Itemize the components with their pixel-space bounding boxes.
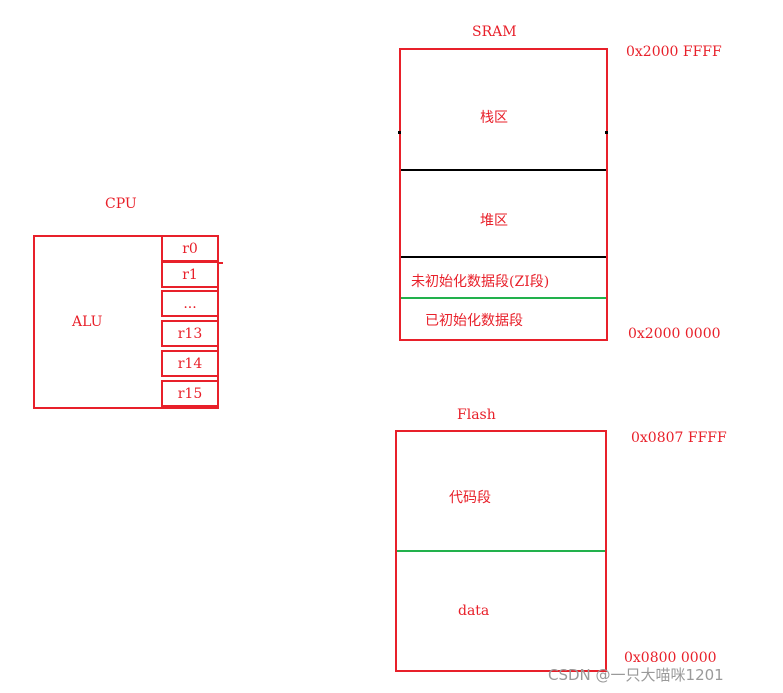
sram-zi-region: 未初始化数据段(ZI段) bbox=[411, 274, 550, 290]
flash-top-address: 0x0807 FFFF bbox=[631, 430, 727, 446]
cpu-title: CPU bbox=[105, 196, 137, 212]
register-ellipsis: ... bbox=[161, 290, 219, 317]
register-r1: r1 bbox=[161, 261, 219, 288]
sram-rw-region: 已初始化数据段 bbox=[425, 313, 523, 329]
sram-top-address: 0x2000 FFFF bbox=[626, 44, 722, 60]
flash-block bbox=[395, 430, 607, 672]
register-label: r1 bbox=[182, 266, 198, 283]
sram-stack-region: 栈区 bbox=[480, 110, 508, 126]
register-label: r13 bbox=[177, 325, 203, 342]
flash-title: Flash bbox=[457, 407, 496, 423]
register-r14: r14 bbox=[161, 350, 219, 377]
sram-title: SRAM bbox=[472, 24, 517, 40]
register-label: ... bbox=[183, 295, 197, 312]
register-r0: r0 bbox=[161, 235, 219, 262]
sram-divider-1 bbox=[401, 169, 606, 171]
alu-label: ALU bbox=[72, 314, 103, 330]
sram-block bbox=[399, 48, 608, 341]
register-label: r14 bbox=[177, 355, 203, 372]
sram-bottom-address: 0x2000 0000 bbox=[628, 326, 721, 342]
flash-divider bbox=[397, 550, 605, 552]
sram-heap-region: 堆区 bbox=[480, 213, 508, 229]
sram-divider-2 bbox=[401, 256, 606, 258]
register-r13: r13 bbox=[161, 320, 219, 347]
flash-bottom-address: 0x0800 0000 bbox=[624, 650, 717, 666]
watermark: CSDN @一只大喵咪1201 bbox=[548, 666, 724, 684]
register-r15: r15 bbox=[161, 380, 219, 407]
flash-code-region: 代码段 bbox=[449, 490, 491, 506]
sram-divider-3 bbox=[401, 297, 606, 299]
register-label: r0 bbox=[182, 240, 198, 257]
register-label: r15 bbox=[177, 385, 203, 402]
sram-tick-right bbox=[605, 131, 608, 134]
register-stub bbox=[218, 262, 223, 264]
sram-tick-left bbox=[398, 131, 401, 134]
flash-data-region: data bbox=[458, 603, 490, 619]
